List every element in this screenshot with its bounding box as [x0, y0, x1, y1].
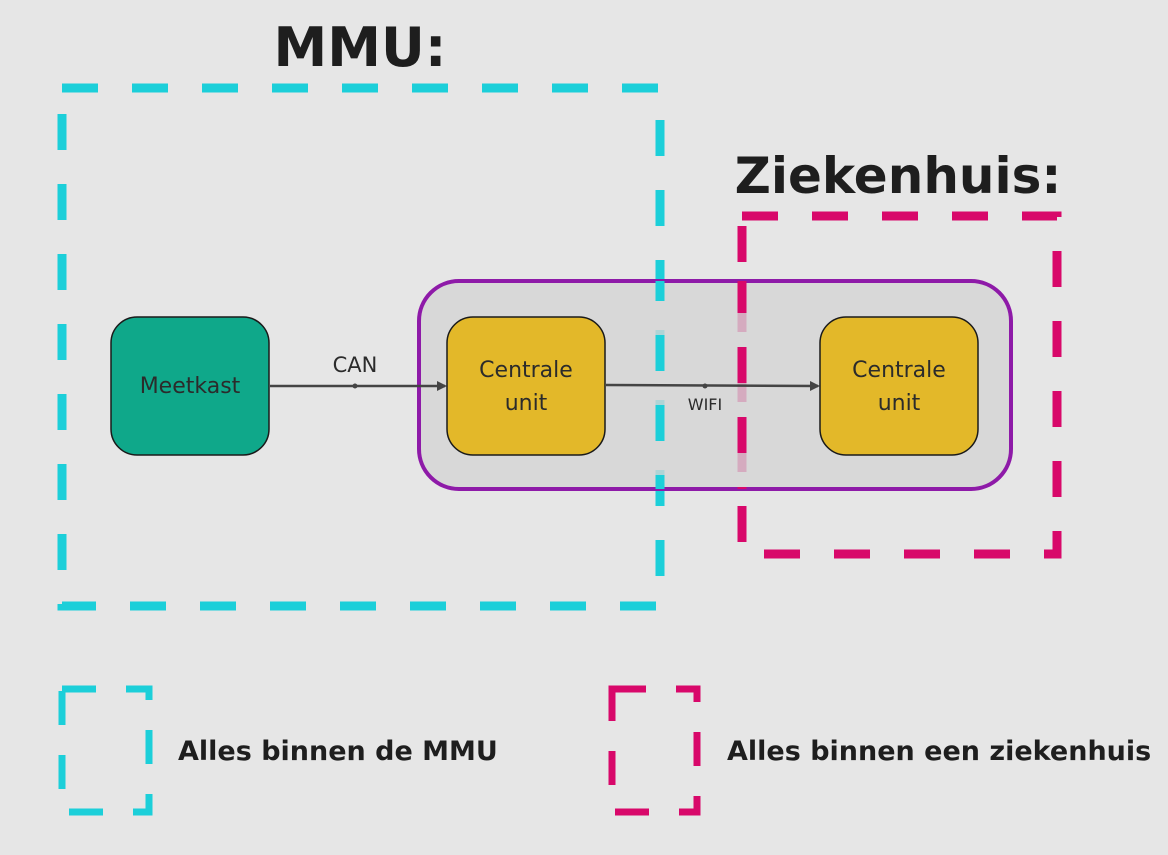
- wifi-connection-dot: [702, 383, 708, 389]
- legend-mmu-label: Alles binnen de MMU: [178, 736, 498, 767]
- dashed-magenta-box-icon: [608, 685, 701, 816]
- central-unit-1-node[interactable]: Centrale unit: [446, 316, 606, 456]
- meetkast-node[interactable]: Meetkast: [110, 316, 270, 456]
- central-unit-1-label-line1: Centrale: [479, 358, 573, 383]
- meetkast-label: Meetkast: [140, 374, 241, 399]
- wifi-connection: [605, 380, 820, 391]
- hospital-title: Ziekenhuis:: [735, 147, 1062, 205]
- central-unit-2-label-line1: Centrale: [852, 358, 946, 383]
- legend-hospital-label: Alles binnen een ziekenhuis: [727, 736, 1151, 767]
- can-connection-dot: [352, 383, 358, 389]
- mmu-title: MMU:: [274, 16, 447, 79]
- wifi-label: WIFI: [688, 395, 722, 414]
- legend-hospital: Alles binnen een ziekenhuis: [608, 685, 1151, 816]
- legend-mmu: Alles binnen de MMU: [58, 685, 498, 816]
- can-label: CAN: [333, 353, 378, 377]
- dashed-cyan-box-icon: [58, 685, 153, 816]
- central-unit-1-label-line2: unit: [505, 391, 548, 416]
- central-unit-2-node[interactable]: Centrale unit: [819, 316, 979, 456]
- central-unit-2-label-line2: unit: [878, 391, 921, 416]
